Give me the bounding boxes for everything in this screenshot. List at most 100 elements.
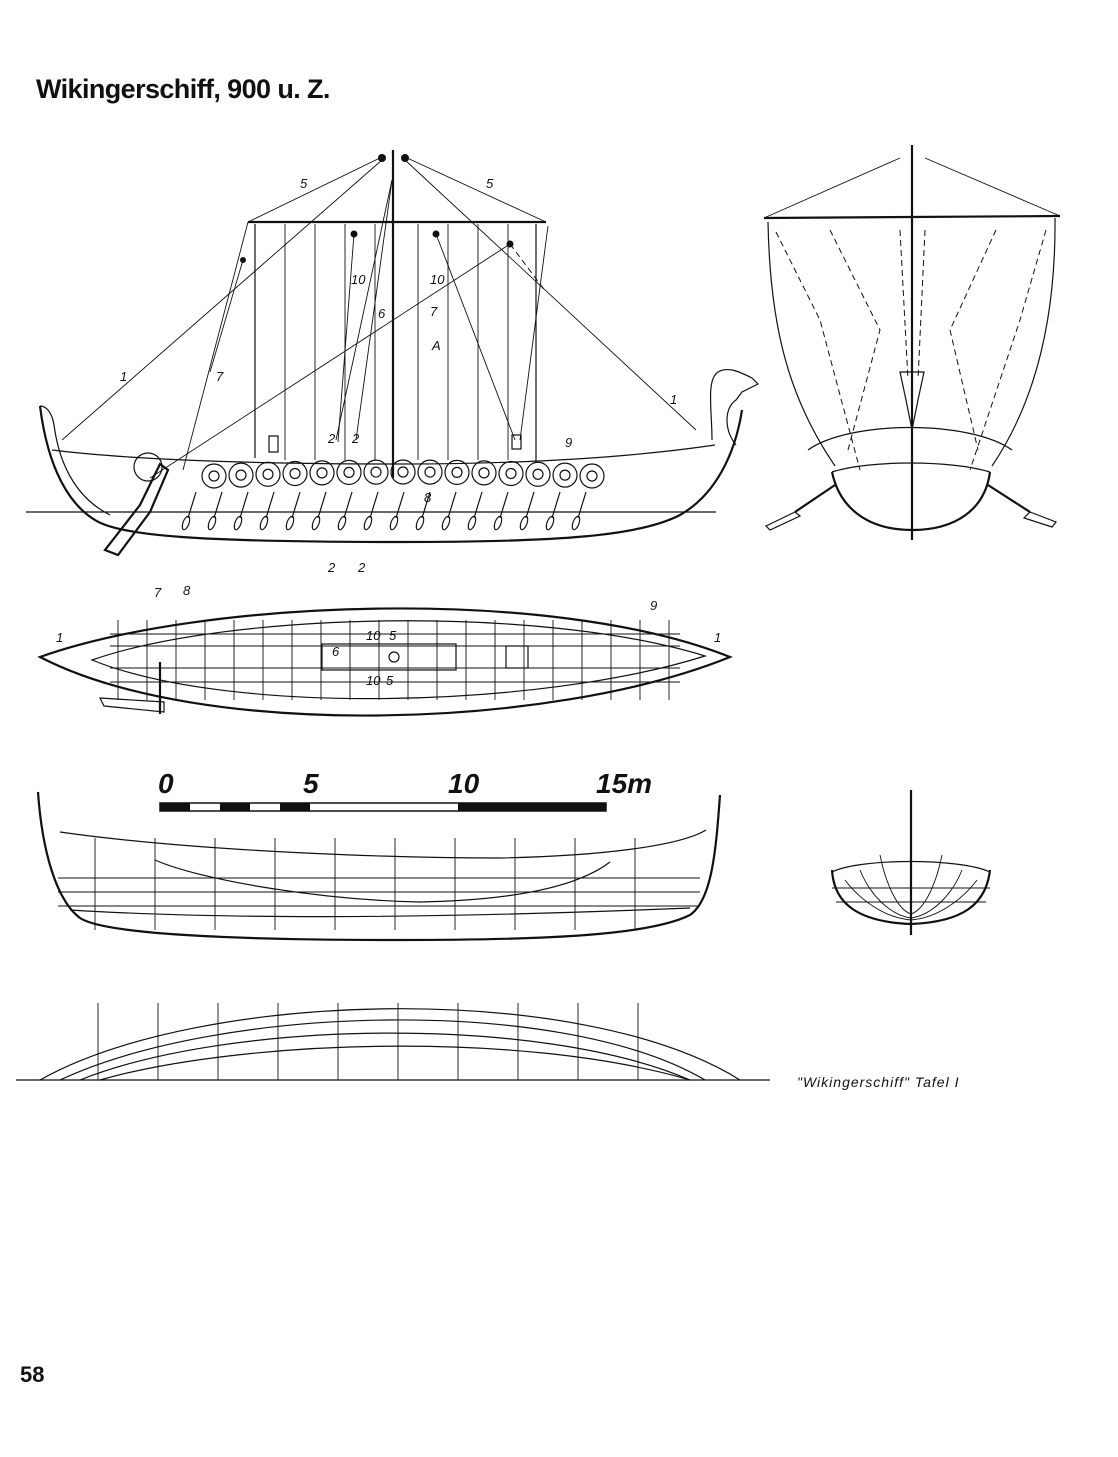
label-9: 9 bbox=[565, 435, 572, 450]
lines-keel bbox=[69, 907, 691, 918]
scale-label-5: 5 bbox=[303, 768, 319, 799]
shield bbox=[390, 459, 416, 485]
shield-boss bbox=[478, 467, 490, 479]
plan-label-6: 6 bbox=[332, 644, 340, 659]
label-5-fore: 5 bbox=[486, 176, 494, 191]
front-oars bbox=[794, 484, 1031, 513]
shield-boss bbox=[424, 466, 436, 478]
label-6: 6 bbox=[378, 306, 386, 321]
sail-cloths bbox=[284, 224, 509, 460]
front-sheer bbox=[807, 426, 1013, 451]
label-8: 8 bbox=[424, 490, 432, 505]
body-plan-hull bbox=[830, 869, 992, 926]
oars-row bbox=[181, 491, 587, 531]
scale-label-15m: 15m bbox=[596, 768, 652, 799]
plan-deck-grid bbox=[110, 620, 680, 700]
oar bbox=[291, 491, 301, 519]
lines-profile bbox=[36, 791, 722, 942]
shield bbox=[363, 459, 389, 485]
plan-label-10-top: 10 bbox=[366, 628, 381, 643]
shield bbox=[471, 460, 497, 486]
oar-blade bbox=[571, 515, 581, 531]
body-plan-stations bbox=[832, 854, 990, 921]
front-hull bbox=[830, 471, 992, 532]
plan-label-8: 8 bbox=[183, 583, 191, 598]
oar bbox=[213, 491, 223, 519]
half-breadth-4 bbox=[99, 1045, 691, 1081]
scale-label-0: 0 bbox=[158, 768, 174, 799]
scale-bar-fills bbox=[160, 803, 606, 811]
shield bbox=[282, 460, 308, 487]
oar bbox=[499, 491, 509, 519]
plan-label-2-a: 2 bbox=[327, 560, 336, 575]
plan-label-1-aft: 1 bbox=[56, 630, 63, 645]
shield-boss bbox=[586, 470, 598, 482]
plan-label-5-top: 5 bbox=[389, 628, 397, 643]
oar bbox=[447, 491, 457, 519]
oar bbox=[187, 491, 197, 519]
shield bbox=[309, 460, 335, 486]
oar bbox=[265, 491, 275, 519]
shields-row bbox=[201, 459, 605, 489]
oar bbox=[395, 491, 405, 519]
shield bbox=[525, 461, 551, 487]
label-2-b: 2 bbox=[351, 431, 360, 446]
rigging bbox=[61, 156, 697, 479]
oar-blade bbox=[233, 515, 243, 531]
scale-label-10: 10 bbox=[448, 768, 480, 799]
plan-label-2-b: 2 bbox=[357, 560, 366, 575]
front-yard bbox=[763, 214, 1061, 220]
lines-profile-grid bbox=[58, 838, 700, 930]
oar bbox=[421, 491, 431, 519]
shield-boss bbox=[343, 466, 355, 478]
front-gunwale bbox=[831, 462, 991, 473]
oar bbox=[317, 491, 327, 519]
oar-blade bbox=[493, 515, 503, 531]
sail-bracket-fore bbox=[511, 434, 522, 450]
half-breadth-2 bbox=[59, 1019, 706, 1081]
lines-rabbet bbox=[154, 859, 611, 903]
oar-blade bbox=[389, 515, 399, 531]
shield-boss bbox=[505, 467, 517, 480]
plan-label-5-bottom: 5 bbox=[386, 673, 394, 688]
shield-boss bbox=[316, 467, 328, 479]
plan-label-10-bottom: 10 bbox=[366, 673, 381, 688]
label-1-fore: 1 bbox=[670, 392, 677, 407]
shield bbox=[579, 463, 605, 489]
oar-blade bbox=[207, 515, 217, 531]
oar bbox=[525, 491, 535, 519]
oar-blade bbox=[415, 515, 425, 531]
hatch bbox=[505, 645, 529, 669]
hull-profile bbox=[38, 405, 744, 544]
front-view bbox=[763, 145, 1061, 540]
page-title: Wikingerschiff, 900 u. Z. bbox=[36, 74, 330, 104]
page-number: 58 bbox=[20, 1362, 45, 1387]
label-1-aft: 1 bbox=[120, 369, 127, 384]
stern-post bbox=[39, 405, 111, 516]
rigging-blocks bbox=[240, 154, 514, 263]
oar-blade bbox=[311, 515, 321, 531]
lines-sheer bbox=[59, 829, 707, 859]
label-A-sail: A bbox=[431, 338, 441, 353]
plan-label-1-fore: 1 bbox=[714, 630, 721, 645]
label-10-fore: 10 bbox=[430, 272, 445, 287]
mast-partner bbox=[321, 643, 457, 671]
oar-blade bbox=[441, 515, 451, 531]
shield bbox=[552, 462, 578, 488]
lines-half-breadth bbox=[16, 1003, 770, 1081]
sheet-dashed bbox=[509, 243, 547, 293]
plate-caption: "Wikingerschiff" Tafel I bbox=[797, 1074, 960, 1090]
oar bbox=[551, 491, 561, 519]
shield-boss bbox=[559, 469, 571, 481]
shield bbox=[201, 463, 227, 489]
sheer-line bbox=[51, 444, 716, 465]
label-7-fore: 7 bbox=[430, 304, 438, 319]
shield bbox=[255, 461, 281, 487]
shield-boss bbox=[289, 467, 301, 480]
front-rigging bbox=[763, 157, 1061, 219]
lines-hull-profile bbox=[36, 791, 722, 942]
half-breadth-3 bbox=[79, 1032, 691, 1081]
shield-boss bbox=[370, 466, 382, 478]
label-2-a: 2 bbox=[327, 431, 336, 446]
